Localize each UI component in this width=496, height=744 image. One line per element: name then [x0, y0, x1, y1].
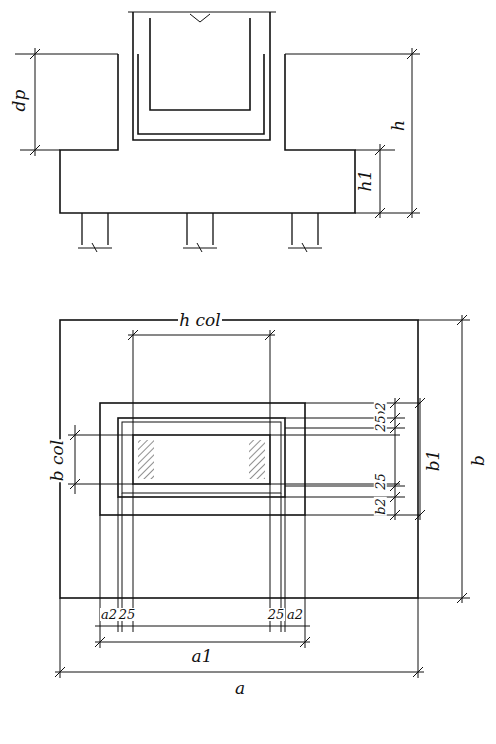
dimension-label: b — [469, 454, 486, 467]
dimension-label: a2 — [286, 608, 304, 621]
dimension-label: h — [389, 119, 406, 132]
dimension-label: h col — [178, 312, 222, 329]
dimension-label: b1 — [425, 448, 442, 472]
dimension-label: a1 — [191, 648, 214, 665]
dimension-label: 25 — [373, 414, 386, 433]
dimension-label: b col — [49, 438, 66, 481]
dimension-label: b2 — [374, 497, 387, 516]
dimension-label: 25 — [373, 472, 386, 491]
dimension-label: 25 — [267, 608, 286, 621]
dimension-label: h1 — [357, 168, 374, 192]
dimension-label: a — [234, 680, 246, 697]
dimension-label: 25 — [118, 608, 137, 621]
dimension-label: dp — [11, 88, 28, 112]
dimension-label: a2 — [100, 608, 118, 621]
